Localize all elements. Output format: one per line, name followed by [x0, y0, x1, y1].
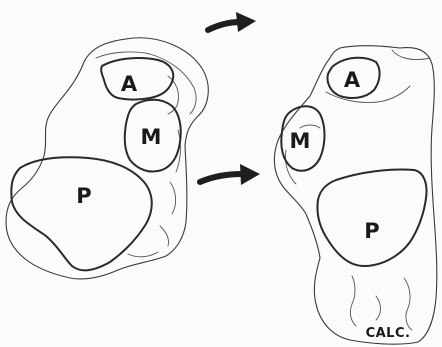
left-label-m: M [141, 125, 162, 149]
right-label-a: A [344, 68, 361, 92]
right-label-p: P [364, 219, 379, 243]
left-bone-side-detail [160, 130, 180, 246]
left-anterior-facet [101, 58, 173, 100]
right-posterior-facet [317, 169, 426, 266]
right-bone-view: A M P CALC. [274, 46, 436, 344]
left-bone-outline [6, 38, 208, 279]
rotation-arrow-middle [200, 164, 260, 185]
arrow-top-shaft [208, 22, 240, 30]
left-bone-lower-detail [128, 252, 158, 257]
rotation-arrow-top [208, 12, 256, 32]
right-label-m: M [290, 129, 311, 153]
right-bone-top-edge [392, 50, 430, 60]
left-label-a: A [121, 72, 138, 96]
right-calcaneus-detail-left [350, 276, 356, 326]
arrow-top-head [236, 12, 256, 32]
right-label-calc: CALC. [366, 326, 411, 341]
left-bone-view: A M P [6, 38, 208, 279]
right-calcaneus-detail-right [404, 278, 412, 330]
arrow-middle-shaft [200, 174, 242, 182]
left-label-p: P [76, 184, 91, 208]
arrow-middle-head [240, 164, 260, 185]
right-calcaneus-detail-mid [376, 296, 381, 320]
left-posterior-facet [11, 157, 151, 270]
